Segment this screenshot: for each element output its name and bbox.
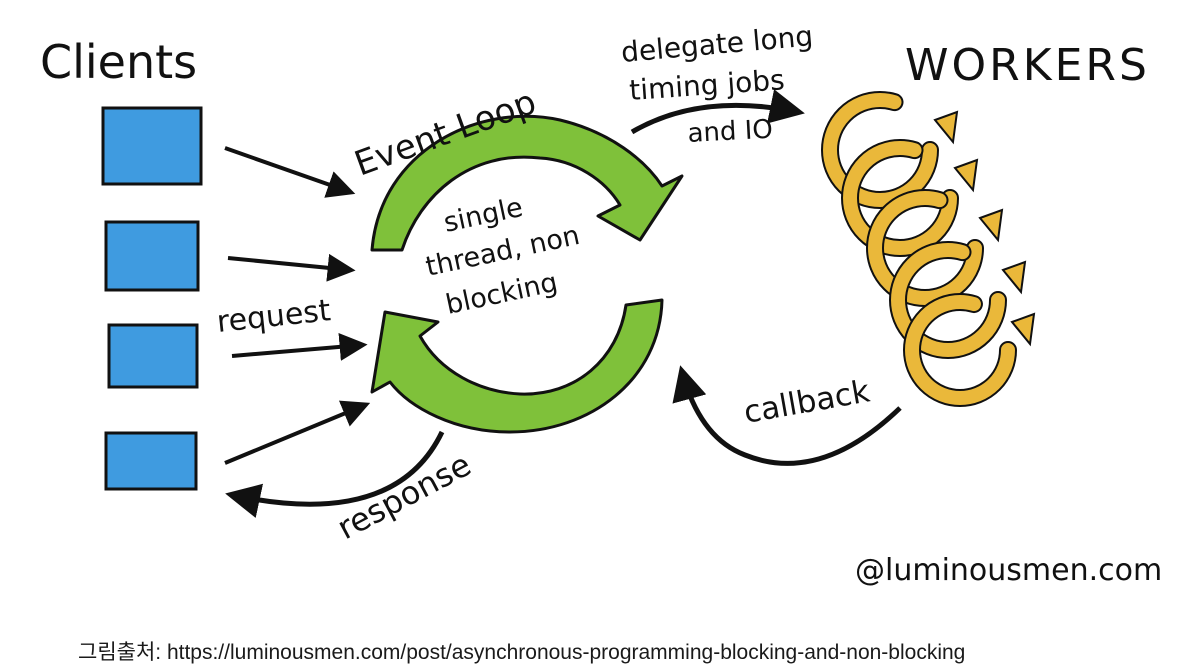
client-box	[101, 106, 203, 186]
request-arrow	[231, 332, 368, 361]
client-box	[104, 431, 198, 491]
client-boxes	[101, 106, 203, 491]
delegate-arrow	[630, 89, 805, 135]
worker-cycle	[889, 241, 1027, 359]
request-arrows	[224, 146, 371, 465]
callback-arrow	[672, 365, 902, 466]
workers-title: WORKERS	[905, 40, 1150, 91]
worker-cycle	[841, 139, 979, 257]
image-source-caption: 그림출처: https://luminousmen.com/post/async…	[78, 641, 966, 664]
request-label: request	[215, 293, 332, 340]
client-box	[104, 220, 200, 292]
center-text-line1: single	[441, 192, 526, 239]
watermark: @luminousmen.com	[855, 553, 1162, 588]
response-label: response	[331, 445, 477, 547]
request-arrow	[227, 253, 356, 282]
delegate-text-line3: and IO	[687, 115, 774, 149]
delegate-text-line1: delegate long	[620, 19, 815, 69]
request-arrow	[224, 146, 356, 198]
callback-label: callback	[741, 373, 872, 431]
event-loop-diagram: Clients WORKERS request response Event L…	[40, 19, 1162, 588]
worker-cycle	[866, 189, 1004, 307]
response-arrow	[225, 430, 445, 518]
workers-group	[821, 91, 1036, 407]
event-loop-bottom-arrow	[370, 298, 664, 434]
event-loop-arrows	[370, 114, 684, 434]
event-loop-top-arrow	[370, 114, 684, 252]
clients-title: Clients	[40, 35, 197, 89]
center-text: single thread, non blocking	[423, 192, 582, 321]
worker-cycle	[821, 91, 959, 209]
request-arrow	[224, 400, 371, 465]
client-box	[107, 323, 199, 389]
delegate-text-line2: timing jobs	[628, 63, 785, 107]
delegate-text: delegate long timing jobs and IO	[620, 19, 815, 149]
worker-cycle	[903, 293, 1036, 407]
